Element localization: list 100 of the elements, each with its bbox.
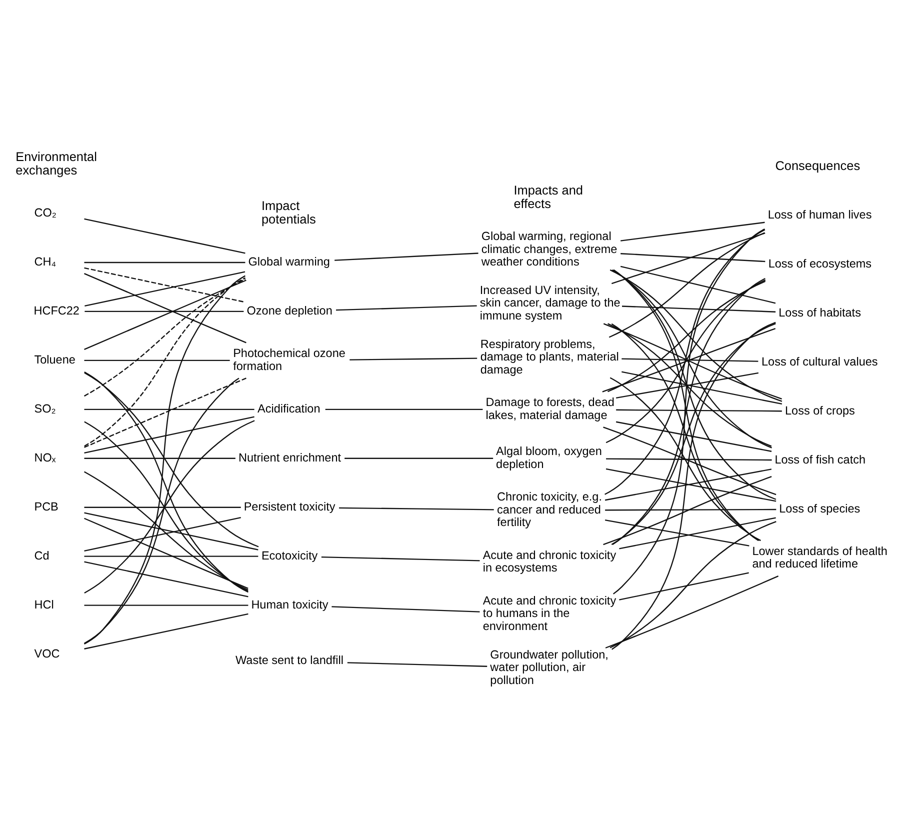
node-text: PCB xyxy=(34,500,58,513)
connector xyxy=(620,221,765,241)
connector xyxy=(84,516,241,551)
connector xyxy=(84,370,248,592)
connector xyxy=(84,272,246,343)
connector xyxy=(84,310,244,312)
label: Impacts and effects xyxy=(514,182,583,211)
connector xyxy=(612,268,776,500)
connector xyxy=(619,516,776,549)
node-text: SO₂ xyxy=(34,402,56,415)
connector xyxy=(84,517,248,588)
node-text: Waste sent to landfill xyxy=(236,654,344,667)
node-text: HCFC22 xyxy=(34,304,80,318)
connector xyxy=(604,519,750,546)
connector xyxy=(602,328,776,392)
connector xyxy=(610,376,761,541)
node-text: Global warming xyxy=(248,255,330,268)
connector xyxy=(603,476,772,545)
connector xyxy=(616,372,759,398)
node-text: Loss of human lives xyxy=(768,208,872,222)
node-text: Photochemical ozone formation xyxy=(233,346,346,372)
connector xyxy=(84,512,258,550)
connector xyxy=(616,420,772,452)
connector xyxy=(84,279,246,350)
node-text: Human toxicity xyxy=(251,598,328,611)
node-text: CO₂ xyxy=(34,206,56,220)
connector xyxy=(610,520,776,648)
connector xyxy=(84,612,248,649)
connector xyxy=(350,357,478,360)
connector xyxy=(84,278,246,396)
connector xyxy=(84,604,248,606)
node-text: Toluene xyxy=(34,352,76,366)
node-text: Persistent toxicity xyxy=(244,500,336,513)
node-text: Algal bloom, oxygen depletion xyxy=(496,444,602,470)
connector xyxy=(603,322,782,399)
connector xyxy=(84,506,241,508)
node-text: Lower standards of health and reduced lifetime xyxy=(752,544,888,570)
connector xyxy=(610,268,782,402)
connector xyxy=(607,280,766,392)
node-text: Ecotoxicity xyxy=(261,548,318,562)
node-text: NOₓ xyxy=(34,450,56,464)
node-text: CH₄ xyxy=(34,255,56,268)
connector xyxy=(334,252,478,260)
connector xyxy=(84,261,246,263)
label: Impact potentials xyxy=(261,197,316,226)
node-text: Increased UV intensity, skin cancer, damage to the immune system xyxy=(480,283,620,322)
node-text: Ozone depletion xyxy=(246,304,332,318)
connector xyxy=(622,370,782,404)
connector xyxy=(84,408,254,410)
connector xyxy=(612,228,765,594)
connector xyxy=(84,560,248,597)
node-text: Global warming, regional climatic changes, extreme weather conditions xyxy=(481,230,618,268)
connector xyxy=(620,252,766,262)
connector xyxy=(84,416,254,454)
connector xyxy=(84,377,240,644)
connector xyxy=(606,458,772,460)
node-text: Acidification xyxy=(258,402,320,415)
connector xyxy=(605,508,776,510)
node-text: Nutrient enrichment xyxy=(238,450,342,464)
connector xyxy=(336,304,477,310)
connector xyxy=(622,305,776,312)
connector xyxy=(347,662,488,666)
node-text: Acute and chronic toxicity in ecosystems xyxy=(482,548,616,574)
node-text: Groundwater pollution, water pollution, air pollution xyxy=(490,648,608,686)
connector xyxy=(619,572,749,600)
connector xyxy=(608,322,772,446)
connector xyxy=(321,556,480,561)
connector xyxy=(84,555,258,556)
node-text: Respiratory problems, damage to plants, material damage xyxy=(480,337,619,376)
node-text: Chronic toxicity, e.g. cancer and reduced fertility xyxy=(497,490,602,529)
connector xyxy=(84,377,246,448)
connector xyxy=(344,457,494,458)
node-text: Loss of species xyxy=(779,502,860,515)
connector xyxy=(605,575,779,648)
connector xyxy=(84,359,230,361)
node-text: Cd xyxy=(34,548,50,562)
node-text: HCl xyxy=(34,598,54,611)
connector xyxy=(339,506,494,510)
connector xyxy=(620,265,776,304)
connector xyxy=(84,274,246,644)
connector xyxy=(84,372,259,547)
connector xyxy=(84,470,248,590)
connector xyxy=(611,232,766,284)
connector xyxy=(84,218,246,254)
node-text: Loss of habitats xyxy=(778,306,861,319)
node-text: Loss of cultural values xyxy=(762,354,878,368)
connector xyxy=(84,457,236,458)
connector xyxy=(84,276,246,446)
node-text: Loss of ecosystems xyxy=(768,256,872,270)
connector xyxy=(622,358,758,362)
connector xyxy=(612,321,776,650)
connector xyxy=(616,408,782,412)
connector xyxy=(603,426,776,495)
node-text: Acute and chronic toxicity to humans in the environment xyxy=(482,594,616,632)
node-text: VOC xyxy=(34,646,60,660)
node-text: Loss of crops xyxy=(785,404,855,417)
connector xyxy=(325,408,483,410)
node-text: Damage to forests, dead lakes, material damage xyxy=(486,396,614,422)
connector xyxy=(332,606,480,612)
label: Consequences xyxy=(775,157,860,172)
